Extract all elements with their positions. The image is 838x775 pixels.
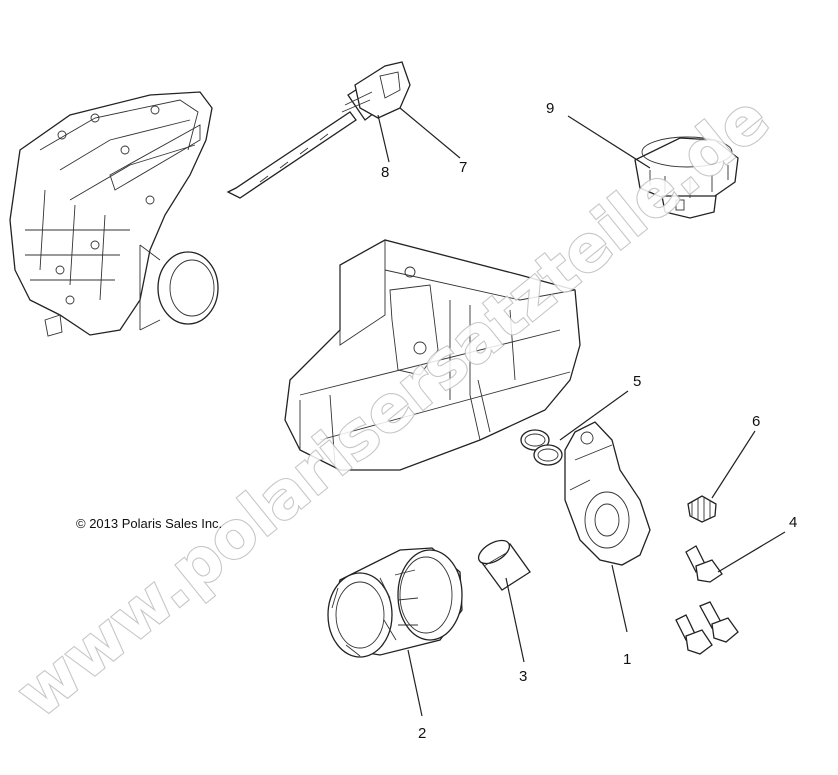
bolts-illustration xyxy=(675,545,739,655)
copyright-text: © 2013 Polaris Sales Inc. xyxy=(76,516,222,531)
leader-lines xyxy=(377,107,786,717)
valve-cover-illustration xyxy=(9,91,219,337)
engine-block-illustration xyxy=(284,239,581,471)
callout-2: 2 xyxy=(418,725,426,742)
callout-6: 6 xyxy=(752,413,760,430)
callout-8: 8 xyxy=(381,164,389,181)
callout-4: 4 xyxy=(789,514,797,531)
dipstick-illustration xyxy=(226,61,411,199)
o-rings-illustration xyxy=(520,429,563,466)
plug-illustration xyxy=(687,495,717,523)
sleeve-illustration xyxy=(477,539,531,591)
callout-1: 1 xyxy=(623,651,631,668)
filter-adapter-illustration xyxy=(564,421,651,566)
callout-7: 7 xyxy=(459,159,467,176)
callout-9: 9 xyxy=(546,100,554,117)
callout-5: 5 xyxy=(633,373,641,390)
callout-3: 3 xyxy=(519,668,527,685)
oil-cap-illustration xyxy=(634,136,739,219)
oil-filter-illustration xyxy=(327,547,463,658)
